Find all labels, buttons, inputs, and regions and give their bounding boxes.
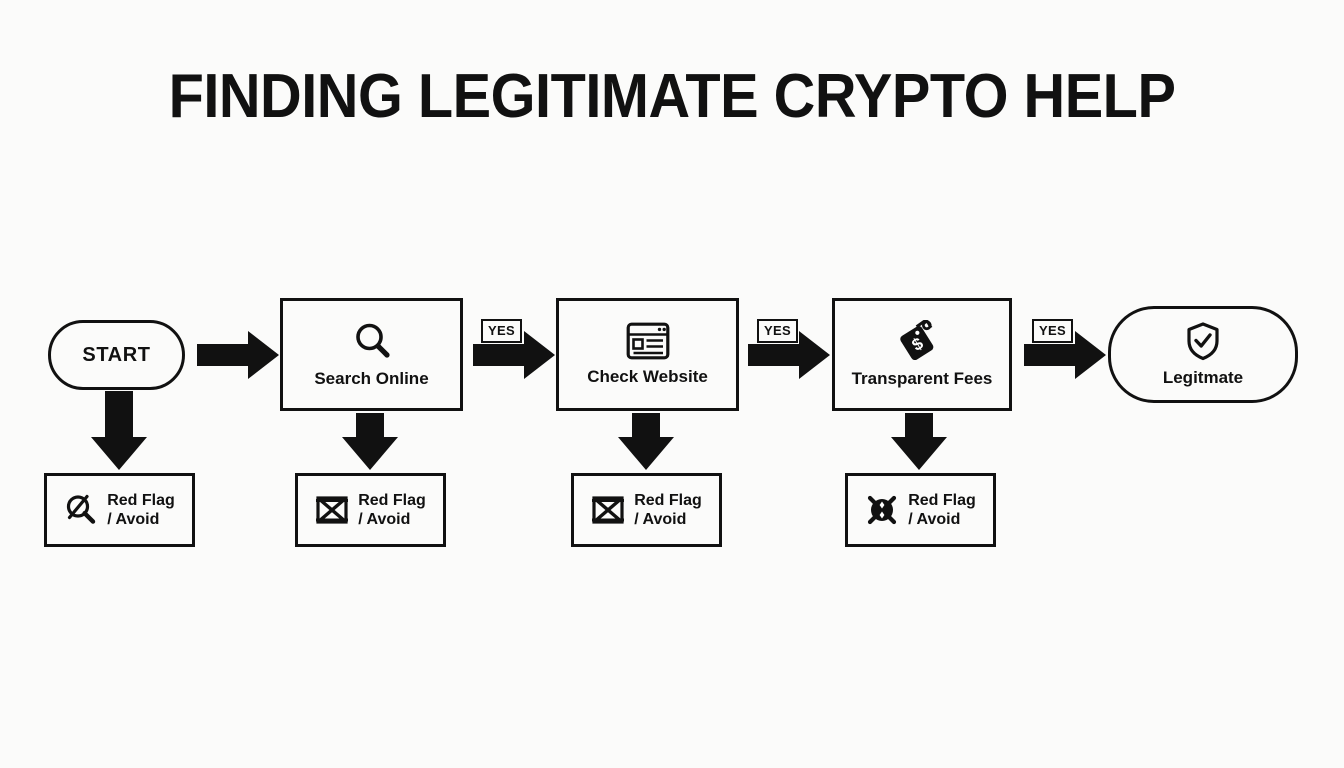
- node-start-label: START: [82, 343, 151, 366]
- crossed-window-icon: [315, 494, 349, 526]
- red-flag-label-2: Red Flag / Avoid: [358, 491, 426, 528]
- arrow-start-to-search: [197, 331, 279, 379]
- edge-label-yes-3: YES: [1032, 319, 1073, 343]
- edge-label-yes-2: YES: [757, 319, 798, 343]
- price-tag-dollar-icon: $: [900, 319, 944, 362]
- arrow-check-to-redflag: [618, 413, 674, 470]
- red-flag-label-3: Red Flag / Avoid: [634, 491, 702, 528]
- red-flag-box-4[interactable]: Red Flag / Avoid: [845, 473, 996, 547]
- crossed-window-icon: [591, 494, 625, 526]
- red-flag-box-3[interactable]: Red Flag / Avoid: [571, 473, 722, 547]
- arrow-search-to-redflag: [342, 413, 398, 470]
- node-start[interactable]: START: [48, 320, 185, 390]
- node-legitimate[interactable]: Legitmate: [1108, 306, 1298, 403]
- arrow-fees-to-redflag: [891, 413, 947, 470]
- node-check-website-label: Check Website: [587, 367, 708, 387]
- node-check-website[interactable]: Check Website: [556, 298, 739, 411]
- node-legitimate-label: Legitmate: [1162, 368, 1244, 388]
- page-title: FINDING LEGITIMATE CRYPTO HELP: [168, 62, 1176, 131]
- node-transparent-fees[interactable]: $ Transparent Fees: [832, 298, 1012, 411]
- edge-label-yes-1: YES: [481, 319, 522, 343]
- shield-check-icon: [1185, 321, 1221, 361]
- red-flag-box-2[interactable]: Red Flag / Avoid: [295, 473, 446, 547]
- red-flag-label-4: Red Flag / Avoid: [908, 491, 976, 528]
- browser-window-icon: [626, 322, 670, 360]
- magnifier-icon: [351, 320, 393, 362]
- no-search-icon: [64, 493, 98, 527]
- crossed-circle-icon: [865, 493, 899, 527]
- node-search-online[interactable]: Search Online: [280, 298, 463, 411]
- node-transparent-fees-label: Transparent Fees: [851, 369, 993, 389]
- node-search-online-label: Search Online: [314, 369, 429, 389]
- arrow-start-to-redflag: [91, 391, 147, 470]
- red-flag-label-1: Red Flag / Avoid: [107, 491, 175, 528]
- red-flag-box-1[interactable]: Red Flag / Avoid: [44, 473, 195, 547]
